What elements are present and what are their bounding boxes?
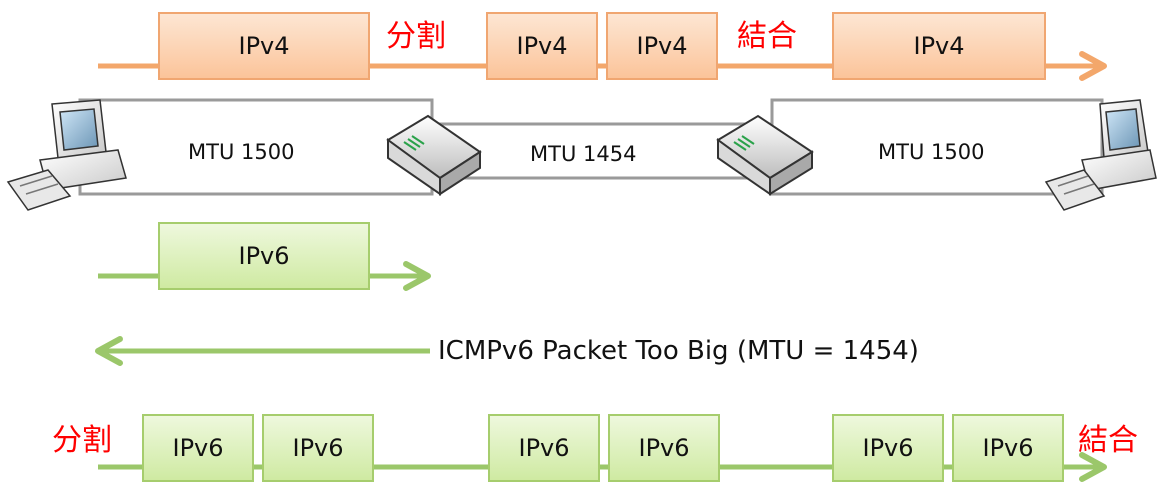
join-label: 結合	[737, 19, 797, 54]
icmp-arrow	[95, 336, 430, 366]
ipv6-fragment: IPv6	[488, 414, 600, 482]
icmp-label: ICMPv6 Packet Too Big (MTU = 1454)	[432, 336, 925, 366]
pc-left-icon	[6, 99, 127, 211]
pc-right-icon	[1044, 99, 1157, 211]
router-right-icon	[716, 114, 814, 196]
join-label: 結合	[1078, 423, 1138, 458]
split-label: 分割	[52, 423, 112, 458]
ipv4-fragment: IPv4	[606, 12, 718, 80]
mtu-label-left: MTU 1500	[188, 140, 295, 164]
split-label: 分割	[386, 19, 446, 54]
ipv6-fragment: IPv6	[952, 414, 1064, 482]
ipv6-fragment: IPv6	[832, 414, 944, 482]
ipv6-packet: IPv6	[158, 222, 370, 290]
router-left-icon	[386, 114, 482, 196]
ipv6-fragment: IPv6	[142, 414, 254, 482]
ipv4-packet: IPv4	[158, 12, 370, 80]
ipv6-fragment: IPv6	[262, 414, 374, 482]
mtu-label-right: MTU 1500	[878, 140, 985, 164]
ipv4-packet-reassembled: IPv4	[832, 12, 1046, 80]
ipv4-fragment: IPv4	[486, 12, 598, 80]
mtu-label-middle: MTU 1454	[530, 142, 637, 166]
ipv6-fragment: IPv6	[608, 414, 720, 482]
